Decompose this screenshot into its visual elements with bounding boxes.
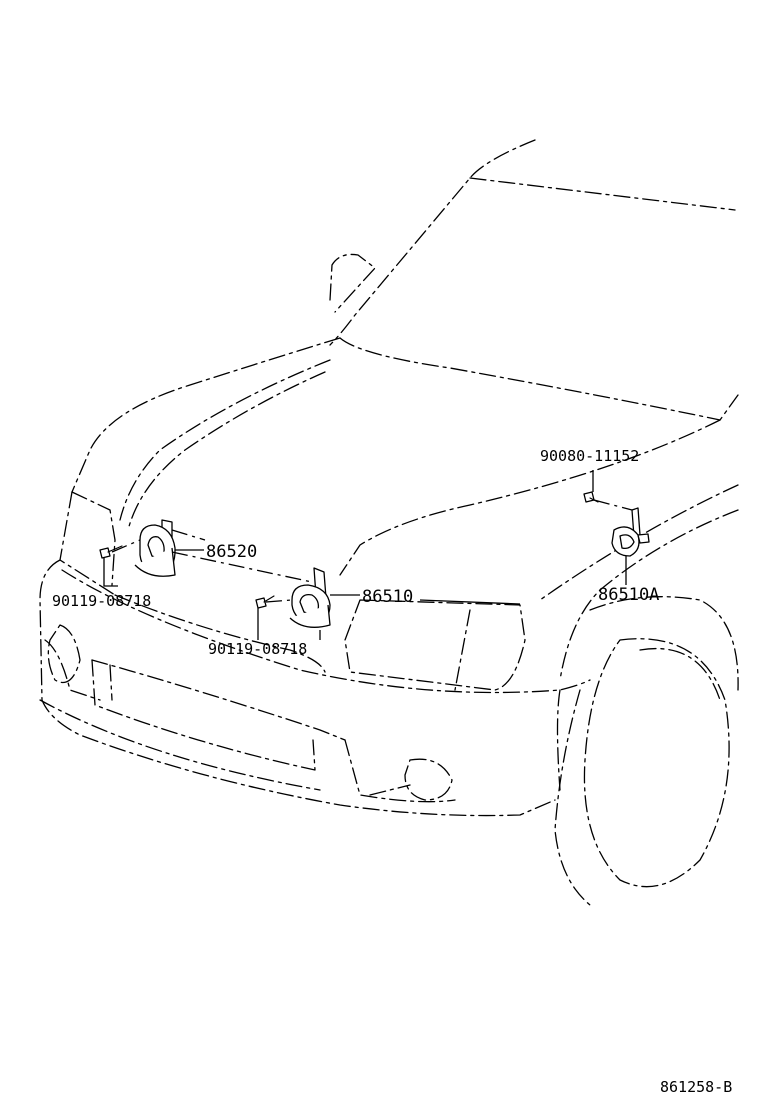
label-bolt-center: 90119-08718: [208, 640, 307, 658]
leader-lines: [103, 470, 633, 640]
horn-86510: [289, 567, 331, 628]
label-bolt-left: 90119-08718: [52, 592, 151, 610]
label-86520: 86520: [206, 542, 257, 562]
label-86510A: 86510A: [598, 585, 659, 605]
label-86510: 86510: [362, 587, 413, 607]
horn-86520: [134, 519, 176, 577]
figure-code: 861258-B: [660, 1078, 732, 1096]
horn-86510A: [611, 507, 650, 557]
bolt-center: [255, 595, 275, 609]
bolt-left: [99, 545, 123, 559]
label-bolt-right: 90080-11152: [540, 447, 639, 465]
